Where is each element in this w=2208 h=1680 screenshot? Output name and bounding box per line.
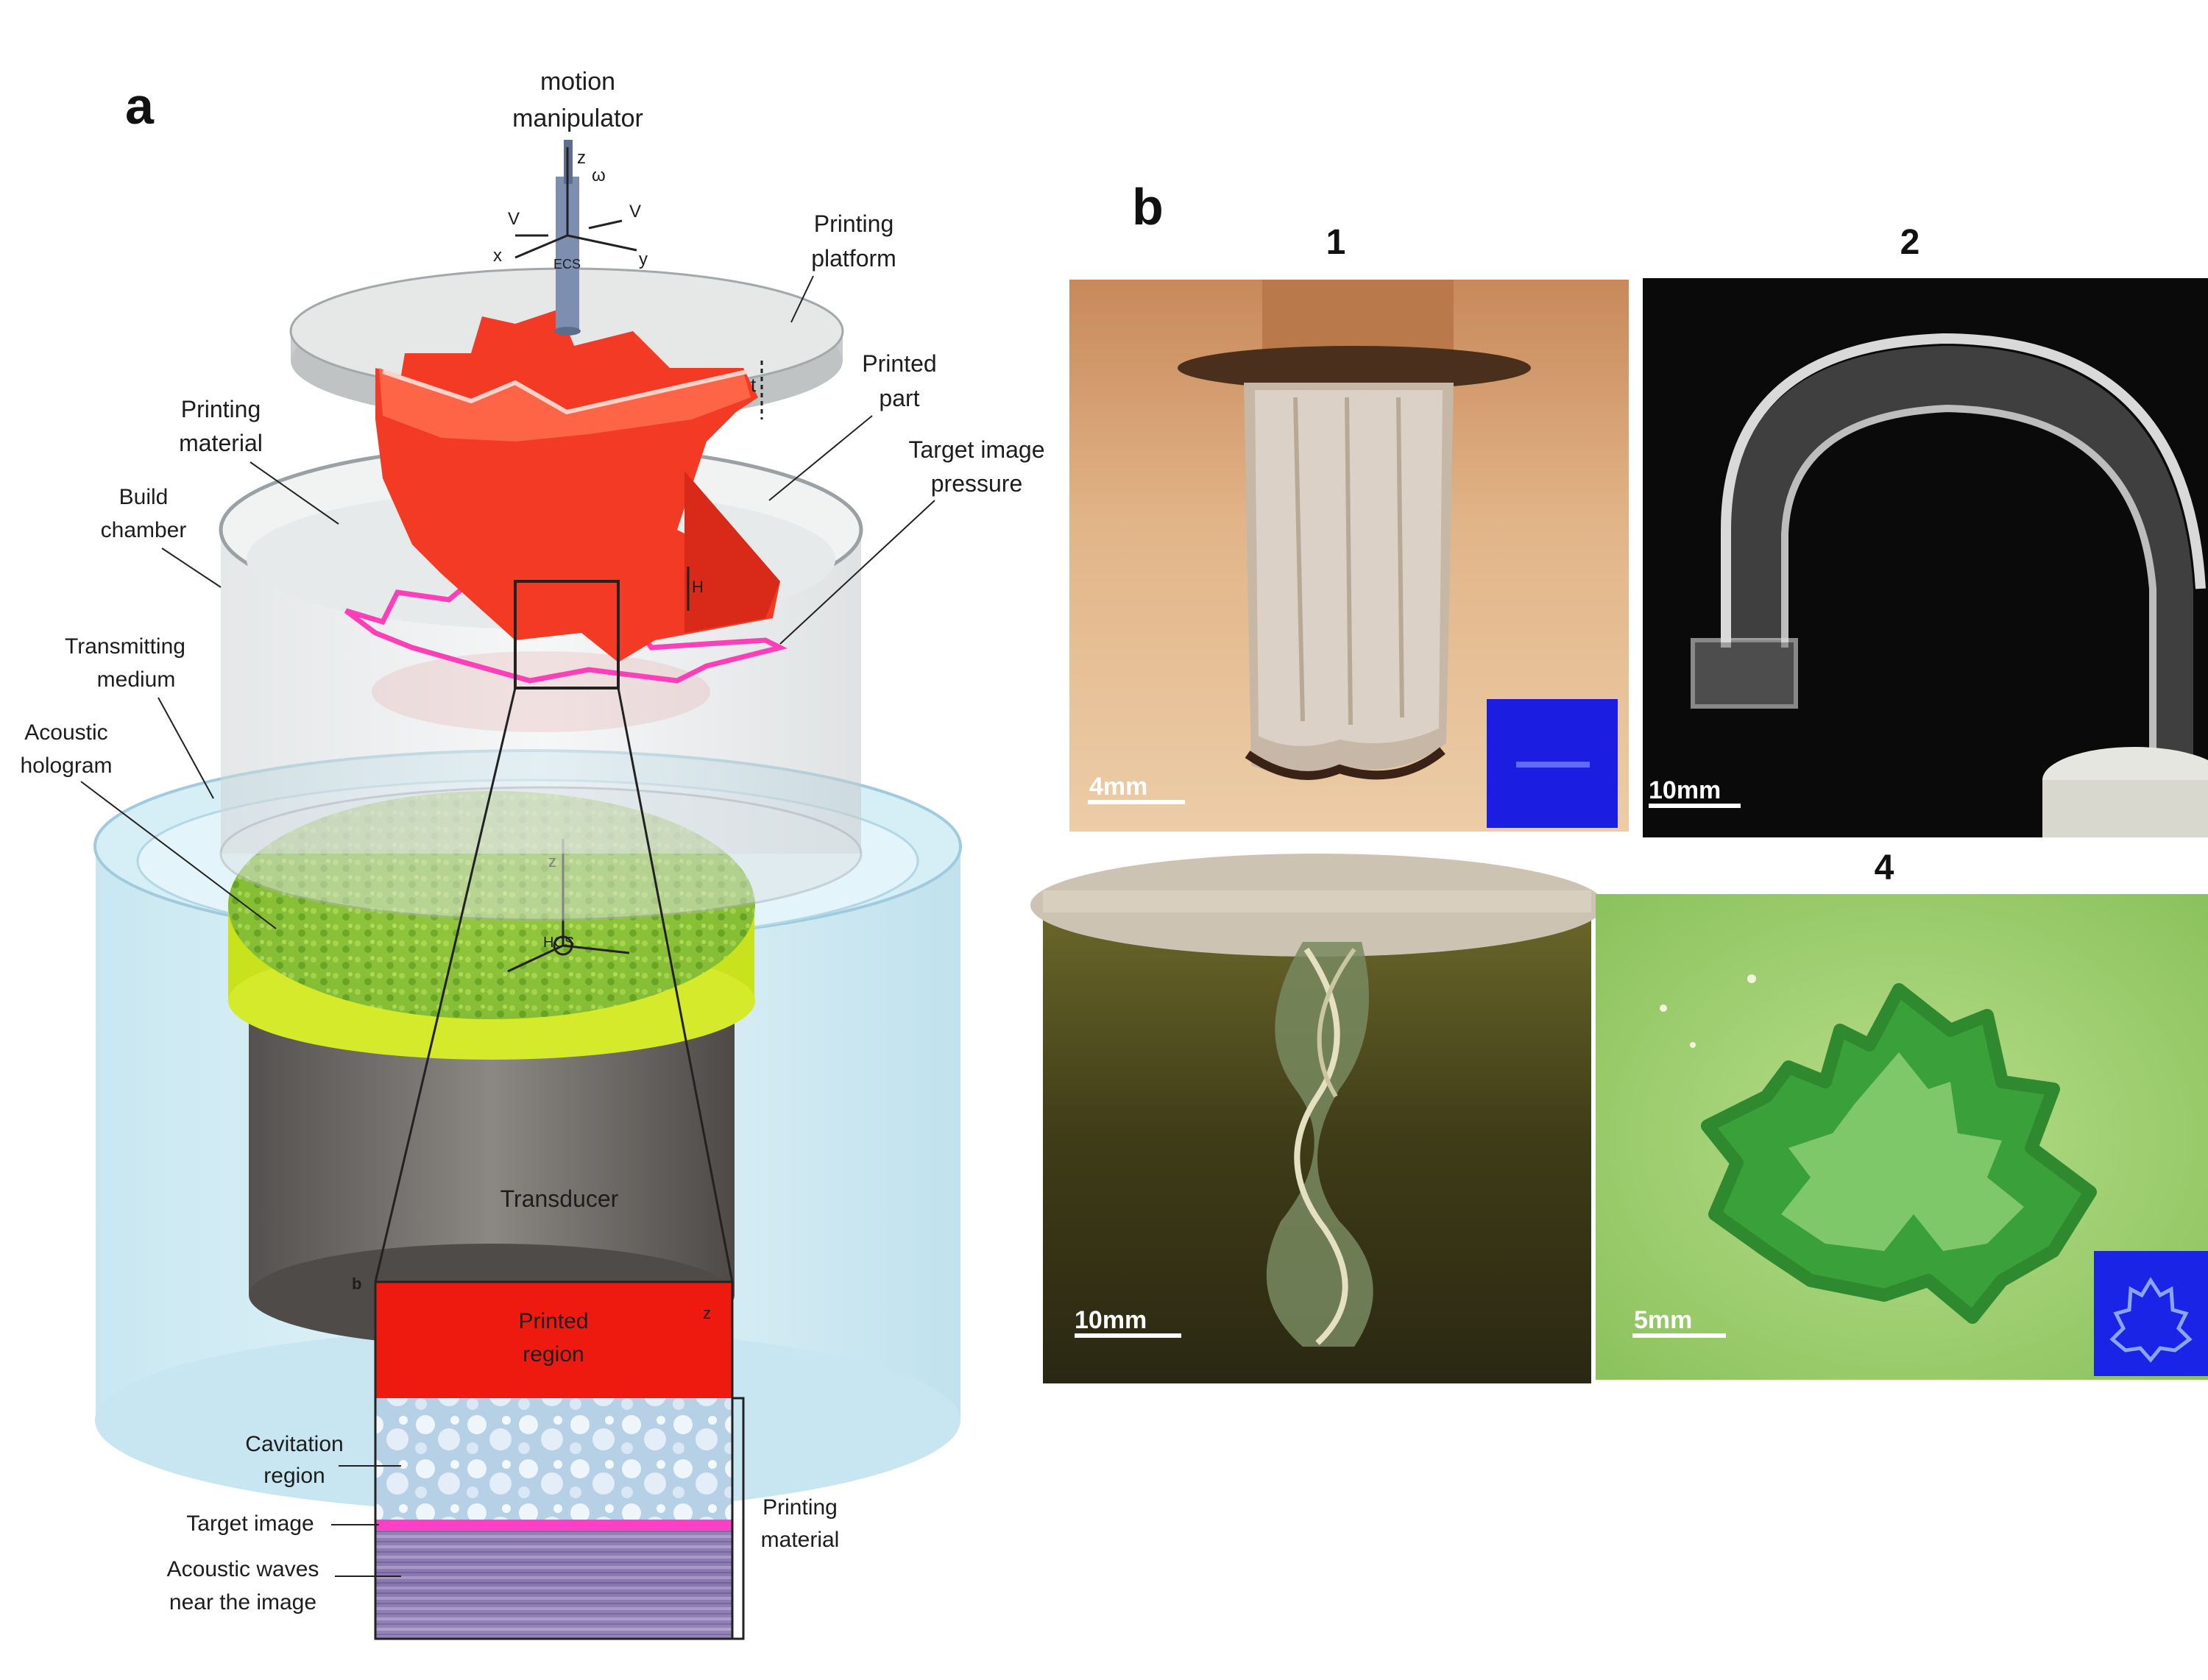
zoom-box [514, 580, 620, 690]
zoom-line-left [374, 687, 517, 1283]
photo-2 [1643, 278, 2208, 837]
photo-4-number: 4 [1875, 848, 1894, 887]
build-chamber-label-1: Build [119, 485, 169, 509]
photo-2-scale: 10mm [1649, 776, 1721, 804]
target-image-label: Target image [186, 1511, 314, 1536]
printed-part-label-1: Printed [862, 350, 936, 377]
ecs-vy-label: V [629, 202, 641, 221]
transducer-label: Transducer [500, 1185, 619, 1212]
ecs-x-label: x [493, 246, 502, 266]
ecs-vx-label: V [508, 209, 520, 229]
inset-strip [374, 1280, 745, 1640]
manipulator-label: manipulator [512, 104, 643, 132]
printing-platform-label-2: platform [811, 245, 896, 272]
transmitting-medium-label-1: Transmitting [65, 634, 185, 659]
printed-part-label-2: part [879, 385, 919, 411]
target-image-pressure-label-1: Target image [909, 436, 1045, 463]
panel-a: a z HCS [20, 68, 1045, 1640]
cavitation-region-label-2: region [263, 1464, 325, 1488]
build-chamber-leader [161, 547, 222, 588]
acoustic-hologram-label-2: hologram [20, 754, 112, 778]
cavitation-region-label-1: Cavitation [245, 1432, 343, 1456]
hcs-label: HCS [543, 935, 574, 951]
inset-b-label: b [352, 1275, 361, 1293]
h-mark: H [692, 578, 704, 596]
photo-1-scale: 4mm [1089, 773, 1147, 801]
photo-3-scale: 10mm [1075, 1306, 1147, 1334]
printing-platform-leader [790, 275, 814, 323]
target-image-outline [344, 578, 788, 684]
ecs-label: ECS [553, 257, 581, 272]
ecs-z-label: z [577, 148, 586, 168]
panel-a-letter: a [125, 77, 155, 135]
printed-part-leader [768, 415, 873, 501]
printed-region-label-1: Printed [518, 1309, 588, 1333]
photo-1-number: 1 [1326, 223, 1346, 262]
acoustic-hologram-label-1: Acoustic [24, 720, 107, 745]
panel-b: b 1 4mm 2 10 [1030, 178, 2208, 1383]
printed-part [375, 309, 780, 662]
printing-material-right-label-2: material [761, 1528, 840, 1552]
build-chamber-label-2: chamber [101, 518, 187, 542]
ecs-axes [514, 147, 637, 259]
photo-3 [1030, 854, 1604, 1383]
photo-2-number: 2 [1900, 223, 1920, 262]
inset-z-label: z [703, 1304, 711, 1322]
photo-4 [1596, 894, 2208, 1380]
printing-material-right-label-1: Printing [762, 1495, 838, 1520]
acoustic-hologram-leader [80, 781, 277, 929]
printing-material-leader [250, 461, 339, 525]
photo-4-scale: 5mm [1634, 1306, 1692, 1334]
transmitting-medium-label-2: medium [97, 667, 176, 692]
photo-1 [1069, 280, 1629, 832]
ecs-y-label: y [639, 249, 648, 269]
zoom-line-right [617, 687, 734, 1283]
motion-label: motion [540, 68, 615, 96]
target-image-pressure-leader [779, 500, 935, 645]
printing-material-label-2: material [179, 430, 263, 456]
acoustic-waves-label-2: near the image [169, 1590, 316, 1615]
t-mark: t [751, 374, 757, 396]
printed-region-label-2: region [523, 1342, 584, 1367]
panel-b-letter: b [1132, 178, 1164, 235]
ecs-omega-label: ω [592, 166, 606, 185]
printing-material-label-1: Printing [181, 396, 261, 422]
target-image-pressure-label-2: pressure [931, 470, 1023, 497]
acoustic-waves-label-1: Acoustic waves [167, 1557, 319, 1581]
printing-platform-label-1: Printing [814, 210, 894, 237]
transmitting-medium-leader [158, 697, 214, 799]
